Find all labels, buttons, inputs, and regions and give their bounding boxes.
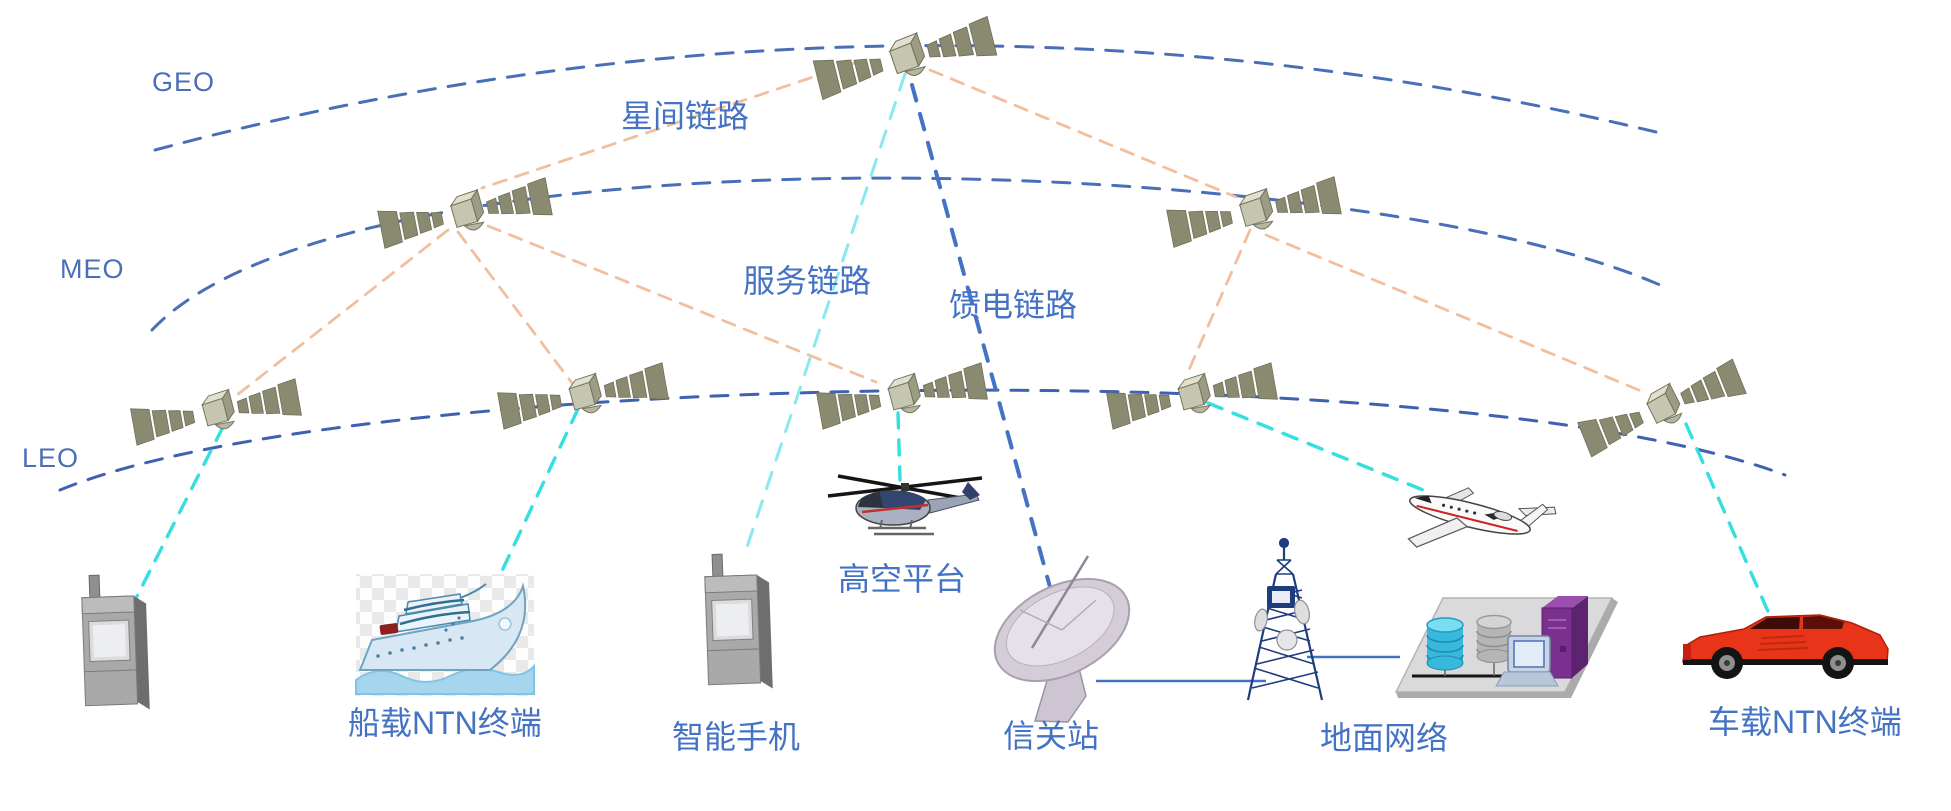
inter-satellite-link-line	[456, 230, 574, 385]
inter-satellite-link-label: 星间链路	[621, 98, 750, 134]
service-link-line	[126, 425, 225, 616]
meo-satellite-icon	[377, 177, 552, 249]
inter-satellite-link-line	[235, 228, 450, 397]
car-icon	[1682, 614, 1889, 679]
meo-satellite-icon	[1166, 176, 1341, 248]
car-terminal-label: 车载NTN终端	[1708, 704, 1902, 740]
leo-satellite-icon	[497, 362, 668, 429]
cell-tower-icon	[1246, 537, 1324, 701]
service-link-line	[1684, 422, 1772, 618]
leo-orbit-arc	[58, 388, 1787, 492]
leo-satellite-icon	[1577, 358, 1747, 457]
service-link-line	[499, 407, 580, 575]
service-link-line	[1206, 401, 1430, 494]
feeder-link-label: 馈电链路	[949, 287, 1078, 323]
leo-satellite-icon	[816, 362, 987, 429]
meo-orbit-arc	[150, 176, 1662, 332]
meo-orbit-label: MEO	[60, 254, 125, 284]
service-link-label: 服务链路	[743, 263, 872, 299]
service-link-line	[896, 411, 902, 482]
ground-network-icon	[1394, 596, 1618, 698]
geo-satellite-icon	[813, 16, 997, 100]
service-link-line	[742, 72, 907, 558]
inter-satellite-link-line	[1186, 228, 1252, 374]
gateway-dish-icon	[993, 555, 1131, 723]
inter-satellite-link-line	[1264, 233, 1648, 395]
feeder-link-line	[910, 83, 1055, 600]
geo-orbit-label: GEO	[152, 67, 216, 97]
airplane-icon	[1407, 487, 1557, 548]
ground-network-label: 地面网络	[1320, 720, 1449, 756]
leo-satellite-icon	[1106, 362, 1277, 429]
leo-orbit-label: LEO	[22, 443, 80, 473]
haps-label: 高空平台	[838, 561, 967, 597]
leo-satellite-icon	[130, 378, 301, 445]
smartphone-icon	[703, 552, 774, 692]
handheld-terminal-icon	[80, 573, 151, 713]
inter-satellite-link-line	[928, 68, 1238, 199]
ship-terminal-label: 船载NTN终端	[348, 705, 542, 741]
inter-satellite-link-line	[486, 224, 878, 384]
smartphone-label: 智能手机	[672, 719, 801, 755]
helicopter-icon	[827, 474, 983, 536]
gateway-station-label: 信关站	[1003, 718, 1100, 754]
inter-satellite-link-line	[480, 61, 857, 190]
ship-icon	[355, 574, 535, 696]
